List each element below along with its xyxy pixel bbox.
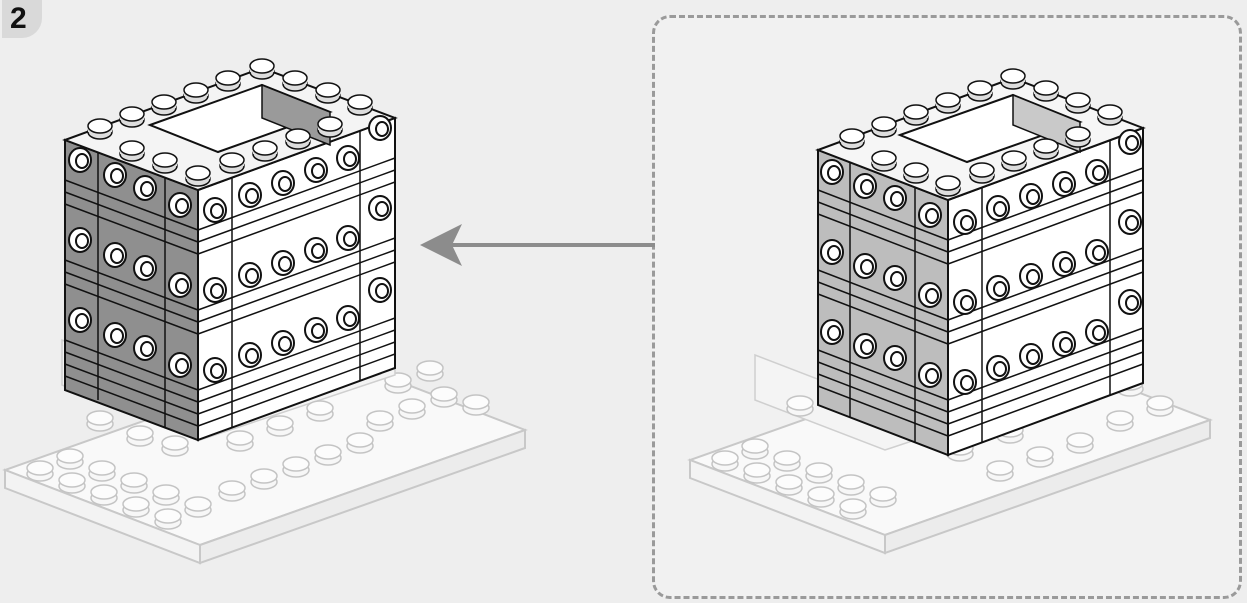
arrow-left-icon xyxy=(420,224,655,266)
baseplate-left xyxy=(2,328,528,565)
brick-tower-left xyxy=(62,58,398,442)
step-badge xyxy=(2,0,42,38)
step-number: 2 xyxy=(10,2,27,35)
brick-tower-right xyxy=(815,68,1146,457)
